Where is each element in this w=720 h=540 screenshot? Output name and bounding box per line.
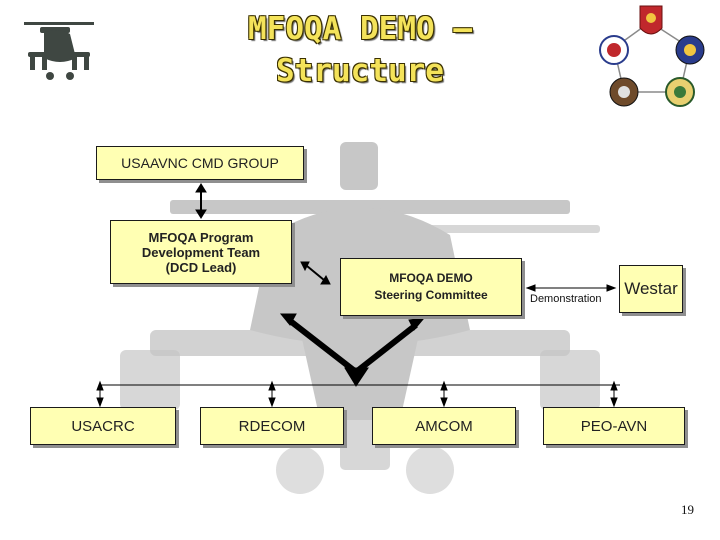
slide-title: MFOQA DEMO – Structure xyxy=(180,8,540,92)
node-rdecom: RDECOM xyxy=(200,407,344,445)
connectors xyxy=(96,183,620,408)
node-cmd-group: USAAVNC CMD GROUP xyxy=(96,146,304,180)
node-usacrc-label: USACRC xyxy=(71,417,135,435)
node-steering-line-2: Steering Committee xyxy=(374,288,488,302)
node-usacrc: USACRC xyxy=(30,407,176,445)
node-peo-avn-label: PEO-AVN xyxy=(580,417,648,435)
node-program-team-line-2: Development Team xyxy=(141,244,261,260)
background-helicopter-image xyxy=(120,142,600,494)
node-amcom-label: AMCOM xyxy=(415,417,473,435)
node-rdecom-label: RDECOM xyxy=(238,417,306,435)
demonstration-label: Demonstration xyxy=(530,293,602,305)
title-line-2: Structure xyxy=(276,53,444,89)
node-steering-line-1: MFOQA DEMO xyxy=(389,271,473,285)
page-number: 19 xyxy=(681,502,694,517)
node-program-team: MFOQA Program Development Team (DCD Lead… xyxy=(110,220,292,284)
node-program-team-line-3: (DCD Lead) xyxy=(165,259,237,275)
node-amcom: AMCOM xyxy=(372,407,516,445)
node-cmd-group-label: USAAVNC CMD GROUP xyxy=(121,155,279,171)
helicopter-photo xyxy=(24,22,94,80)
army-emblems xyxy=(599,5,705,107)
node-westar-label: Westar xyxy=(624,279,678,298)
node-program-team-line-1: MFOQA Program xyxy=(148,229,254,245)
title-line-1: MFOQA DEMO – xyxy=(248,11,472,47)
node-steering-committee: MFOQA DEMO Steering Committee xyxy=(340,258,522,316)
node-westar: Westar xyxy=(619,265,683,313)
node-peo-avn: PEO-AVN xyxy=(543,407,685,445)
